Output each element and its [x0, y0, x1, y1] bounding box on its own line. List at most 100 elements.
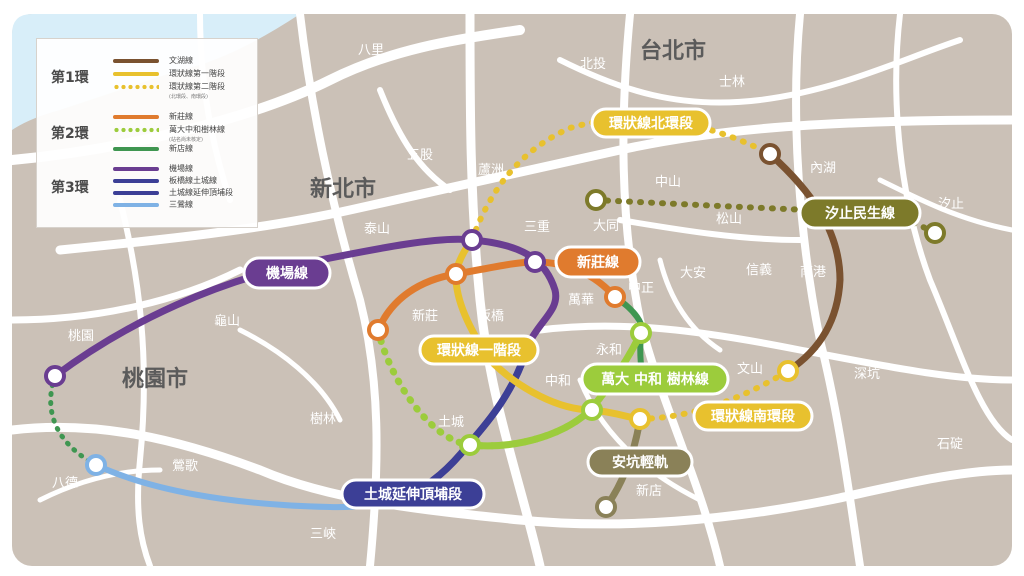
label-circular-south[interactable]: 環狀線南環段	[692, 400, 814, 432]
legend-label: 新莊線	[169, 112, 193, 121]
district-label: 萬華	[568, 293, 594, 308]
legend-ring-title: 第3環	[51, 180, 89, 196]
legend-swatch	[113, 59, 159, 63]
station-marker	[630, 322, 652, 344]
legend-label: 新店線	[169, 144, 193, 153]
label-xizhi-minsheng[interactable]: 汐止民生線	[798, 196, 922, 230]
station-marker	[85, 454, 107, 476]
district-label: 永和	[596, 343, 622, 358]
label-wanda-zhonghe-shulin[interactable]: 萬大 中和 樹林線	[580, 362, 730, 396]
line-label-text: 環狀線一階段	[437, 342, 521, 359]
district-label: 三重	[524, 219, 550, 235]
legend-swatch	[113, 115, 159, 119]
station-marker	[581, 399, 603, 421]
station-marker	[759, 143, 781, 165]
district-label: 土城	[438, 415, 464, 430]
station-marker	[595, 496, 617, 518]
district-label: 八里	[358, 43, 384, 58]
district-label: 三峽	[310, 527, 336, 542]
station-marker	[524, 251, 546, 273]
label-circular-north[interactable]: 環狀線北環段	[590, 107, 712, 139]
city-new-taipei: 新北市	[310, 176, 376, 202]
line-label-text: 新莊線	[577, 254, 619, 271]
district-label: 文山	[737, 362, 763, 377]
legend-label: 文湖線	[169, 56, 193, 65]
legend-label: 板橋線土城線	[169, 176, 217, 185]
city-taoyuan: 桃園市	[122, 366, 188, 392]
label-tucheng-extension[interactable]: 土城延伸頂埔段	[340, 478, 486, 510]
district-label: 石碇	[937, 437, 963, 452]
label-xinzhuang[interactable]: 新莊線	[554, 245, 642, 279]
legend-swatch-dotted	[113, 127, 159, 133]
district-label: 板橋	[478, 309, 504, 324]
district-label: 中正	[628, 281, 654, 296]
district-label: 大安	[680, 266, 706, 281]
district-labels: 八里 北投 士林 五股 蘆洲 內湖 中山 汐止 泰山 三重 大同 松山 新莊 萬…	[52, 43, 964, 542]
district-label: 信義	[746, 262, 772, 278]
legend-note: (北環段、南環段)	[169, 94, 208, 100]
district-label: 龜山	[214, 314, 240, 329]
legend-swatch	[113, 179, 159, 183]
line-labels: 環狀線北環段 汐止民生線 機場線 新莊線 環狀線一階段 萬大 中和 樹林線 環狀…	[242, 107, 922, 510]
legend-label: 土城線延伸頂埔段	[169, 188, 233, 197]
district-label: 樹林	[310, 412, 336, 427]
station-marker	[461, 229, 483, 251]
station-marker	[44, 365, 66, 387]
district-label: 中和	[545, 374, 571, 389]
label-airport[interactable]: 機場線	[242, 256, 332, 290]
district-label: 中山	[655, 175, 681, 190]
legend-label: 環狀線第一階段	[169, 69, 225, 78]
legend-label: 機場線	[169, 164, 193, 173]
line-wenhu	[766, 150, 844, 375]
legend-ring-title: 第1環	[51, 70, 89, 86]
district-label: 蘆洲	[478, 163, 504, 178]
line-label-text: 環狀線南環段	[711, 408, 795, 425]
line-label-text: 環狀線北環段	[609, 115, 693, 132]
district-label: 新店	[636, 483, 662, 499]
station-marker	[777, 360, 799, 382]
district-label: 五股	[407, 148, 433, 163]
district-label: 南港	[800, 264, 826, 280]
legend-swatch	[113, 72, 159, 76]
legend-ring-title: 第2環	[51, 126, 89, 142]
legend-label: 萬大中和樹林線	[169, 125, 225, 134]
line-label-text: 機場線	[266, 265, 308, 282]
legend-swatch-dotted	[113, 84, 159, 90]
district-label: 八德	[52, 476, 78, 491]
legend-swatch	[113, 191, 159, 195]
legend-note: (站名尚未核定)	[169, 137, 203, 143]
map-legend: 第1環 文湖線 環狀線第一階段 環狀線第二階段 (北環段、南環段) 第2環 新莊…	[36, 38, 258, 228]
legend-label: 環狀線第二階段	[169, 82, 225, 91]
district-label: 內湖	[810, 161, 836, 176]
district-label: 泰山	[364, 222, 390, 237]
label-ankeng-lightrail[interactable]: 安坑輕軌	[586, 446, 694, 478]
station-marker	[924, 222, 946, 244]
legend-swatch	[113, 167, 159, 171]
line-label-text: 萬大 中和 樹林線	[601, 371, 709, 388]
district-label: 士林	[719, 75, 745, 90]
district-label: 汐止	[938, 196, 964, 212]
district-label: 北投	[580, 56, 606, 72]
station-marker	[445, 263, 467, 285]
label-circular-phase1[interactable]: 環狀線一階段	[418, 334, 540, 366]
legend-swatch	[113, 203, 159, 207]
district-label: 新莊	[412, 308, 438, 324]
legend-label: 三鶯線	[169, 200, 193, 209]
district-label: 松山	[716, 212, 742, 227]
station-marker	[629, 408, 651, 430]
station-marker	[585, 189, 607, 211]
stations	[44, 143, 946, 518]
district-label: 桃園	[68, 329, 94, 344]
station-marker	[459, 434, 481, 456]
district-label: 大同	[593, 219, 619, 234]
district-label: 鶯歌	[172, 459, 198, 474]
line-label-text: 安坑輕軌	[612, 454, 668, 471]
line-label-text: 土城延伸頂埔段	[364, 486, 462, 503]
legend-swatch	[113, 147, 159, 151]
station-marker	[367, 319, 389, 341]
line-label-text: 汐止民生線	[825, 205, 895, 222]
station-marker	[604, 286, 626, 308]
district-label: 深坑	[854, 367, 880, 382]
city-taipei: 台北市	[640, 38, 706, 64]
